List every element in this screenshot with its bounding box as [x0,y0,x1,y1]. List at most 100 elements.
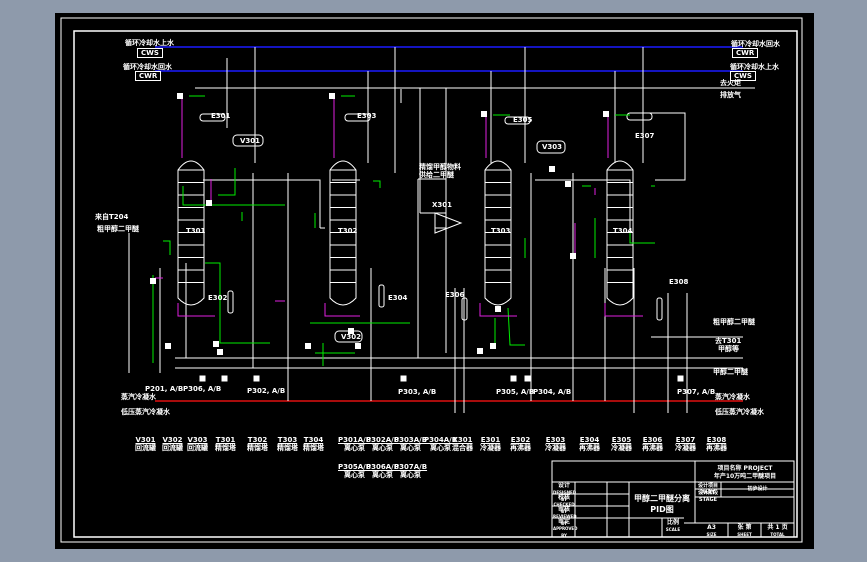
legend-tag: P301A/B [338,436,372,444]
legend-tag: V303 [187,436,208,444]
legend-tag: E308 [706,436,727,444]
tag-v301: V301 [240,137,261,145]
pid-diagram [60,17,803,543]
legend-tag: E301 [480,436,501,444]
tag-p303: P303, A/B [398,388,437,396]
legend-name: 再沸器 [706,444,727,452]
legend-name: 离心泵 [344,471,366,479]
stream-condensate-right-sub: 低压蒸汽冷凝水 [715,408,764,416]
legend-tag: P302A/B [366,436,400,444]
stream-out-1: 粗甲醇二甲醚 [713,318,755,326]
legend-name: 回流罐 [187,444,208,452]
condenser-e301 [199,113,226,122]
stream-cwr-in-tag: CWR [135,71,162,81]
legend-name: 离心泵 [400,471,422,479]
stream-out-2b: 甲醇等 [718,345,739,353]
tb-project-name: 年产10万吨二甲醚项目 [713,473,777,480]
legend-name: 离心泵 [372,444,394,452]
legend-name: 离心泵 [372,471,394,479]
tag-e307: E307 [635,132,655,140]
legend-tag: E303 [545,436,566,444]
legend-name: 冷凝器 [675,444,696,452]
legend-tag: E302 [510,436,531,444]
legend-tag: P305A/B [338,463,372,471]
legend-name: 冷凝器 [545,444,566,452]
condenser-e303 [344,113,371,122]
tag-e304: E304 [388,294,408,302]
outer-frame [60,17,803,543]
title-block [551,460,795,538]
legend-name: 混合器 [452,444,473,452]
stream-cws-in: 循环冷却水上水 [125,39,174,47]
tag-v302: V302 [341,333,362,341]
stream-feed: 粗甲醇二甲醚 [97,225,139,233]
tag-x301: X301 [432,201,453,209]
tb-drawing-subtitle: PID图 [650,505,674,514]
legend-name: 精馏塔 [215,444,236,452]
legend-name: 再沸器 [579,444,600,452]
stream-out-3: 甲醇二甲醚 [713,368,748,376]
note-rectifier-2: 供给二甲醚 [419,171,454,179]
tag-v303: V303 [542,143,563,151]
legend-tag: V302 [162,436,183,444]
legend-name: 离心泵 [344,444,366,452]
reboiler-e306 [461,297,468,321]
tag-t304: T304 [613,227,633,235]
vessel-v303 [536,140,566,154]
stream-vent: 排放气 [720,91,741,99]
note-rectifier-1: 精馏甲醇物料 [419,163,461,171]
tag-e303: E303 [357,112,377,120]
stream-flare: 去火炬 [720,79,741,87]
vessel-v301 [232,134,264,147]
tag-p201: P201, A/B [145,385,184,393]
tag-p302: P302, A/B [247,387,286,395]
tag-p304: P304, A/B [533,388,572,396]
reboiler-e304 [378,284,385,308]
tag-p306: P306, A/B [183,385,222,393]
tb-project-label: 项目名称 PROJECT [717,465,773,472]
legend-tag: E305 [611,436,632,444]
inner-frame [73,30,798,538]
stream-cws-out: 循环冷却水上水 [730,63,779,71]
tag-e302: E302 [208,294,228,302]
legend-tag: P307A/B [394,463,428,471]
stream-out-2: 去T301 [715,337,742,345]
legend-tag: T304 [303,436,324,444]
legend-name: 离心泵 [430,444,452,452]
stream-condensate-left-sub: 低压蒸汽冷凝水 [121,408,170,416]
legend-name: 再沸器 [510,444,531,452]
tag-p307: P307, A/B [677,388,716,396]
legend-tag: E307 [675,436,696,444]
legend-tag: P304A/B [424,436,458,444]
tag-e301: E301 [211,112,231,120]
legend-name: 离心泵 [400,444,422,452]
legend-tag: E304 [579,436,600,444]
tag-e306: E306 [445,291,465,299]
stream-condensate-left: 蒸汽冷凝水 [121,393,156,401]
legend-tag: T302 [247,436,268,444]
stream-cwr-in: 循环冷却水回水 [123,63,172,71]
